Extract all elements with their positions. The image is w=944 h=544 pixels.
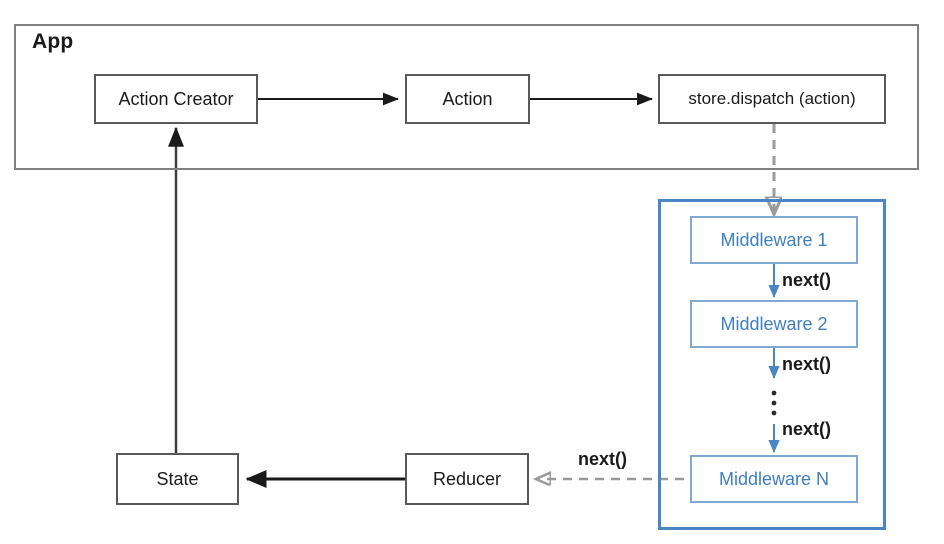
node-middleware-2[interactable]: Middleware 2 [690, 300, 858, 348]
node-reducer[interactable]: Reducer [405, 453, 529, 505]
edge-label-next-3: next() [782, 419, 831, 439]
node-state[interactable]: State [116, 453, 239, 505]
edge-label-next-1: next() [782, 270, 831, 290]
vertical-ellipsis-icon [771, 390, 777, 416]
middleware-container [658, 199, 886, 530]
node-middleware-n[interactable]: Middleware N [690, 455, 858, 503]
node-action[interactable]: Action [405, 74, 530, 124]
app-container [14, 24, 919, 170]
app-label: App [32, 30, 74, 53]
node-action-creator[interactable]: Action Creator [94, 74, 258, 124]
node-middleware-1[interactable]: Middleware 1 [690, 216, 858, 264]
edge-label-next-reducer: next() [578, 449, 627, 469]
node-store-dispatch[interactable]: store.dispatch (action) [658, 74, 886, 124]
edge-label-next-2: next() [782, 354, 831, 374]
